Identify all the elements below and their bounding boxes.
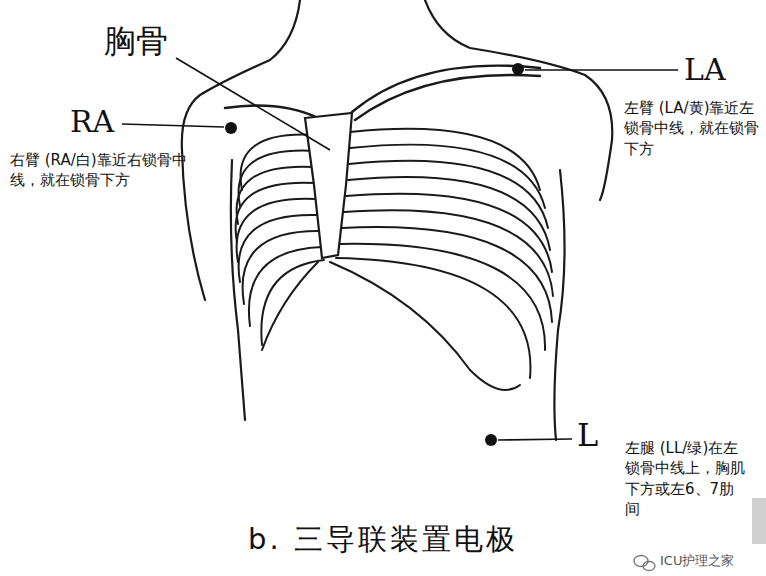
wechat-icon: [634, 556, 655, 571]
edge-bar: [752, 498, 766, 544]
placement-note: 左臂 (LA/黄)靠近左锁骨中线，就在锁骨下方: [624, 98, 762, 159]
ra-electrode: [225, 122, 237, 134]
la-electrode: [512, 63, 524, 75]
sternum-leader: [176, 58, 330, 150]
diagram-title: b. 三导联装置电极: [0, 520, 766, 560]
lead-name: L: [577, 416, 598, 454]
anatomy-label: 胸骨: [104, 20, 168, 64]
ra-leader: [122, 124, 224, 127]
ribs: [236, 129, 553, 390]
lead-name: LA: [684, 52, 726, 87]
ll-electrode: [485, 434, 497, 446]
body-outline: [182, 0, 612, 440]
placement-note: 左腿 (LL/绿)在左锁骨中线上，胸肌下方或左6、7肋间: [625, 438, 749, 519]
clavicles: [225, 66, 540, 120]
electrodes: [225, 63, 524, 446]
right-flank-line: [554, 170, 564, 440]
lead-name: RA: [70, 104, 114, 139]
sternum: [305, 113, 352, 258]
leader-lines: [122, 58, 678, 440]
ll-leader: [498, 439, 572, 440]
watermark: ICU护理之家: [660, 552, 734, 570]
placement-note: 右臂 (RA/白)靠近右锁骨中线，就在锁骨下方: [10, 150, 192, 191]
right-clavicle: [225, 106, 318, 118]
left-clavicle-edge: [355, 75, 540, 120]
la-leader: [525, 69, 678, 71]
